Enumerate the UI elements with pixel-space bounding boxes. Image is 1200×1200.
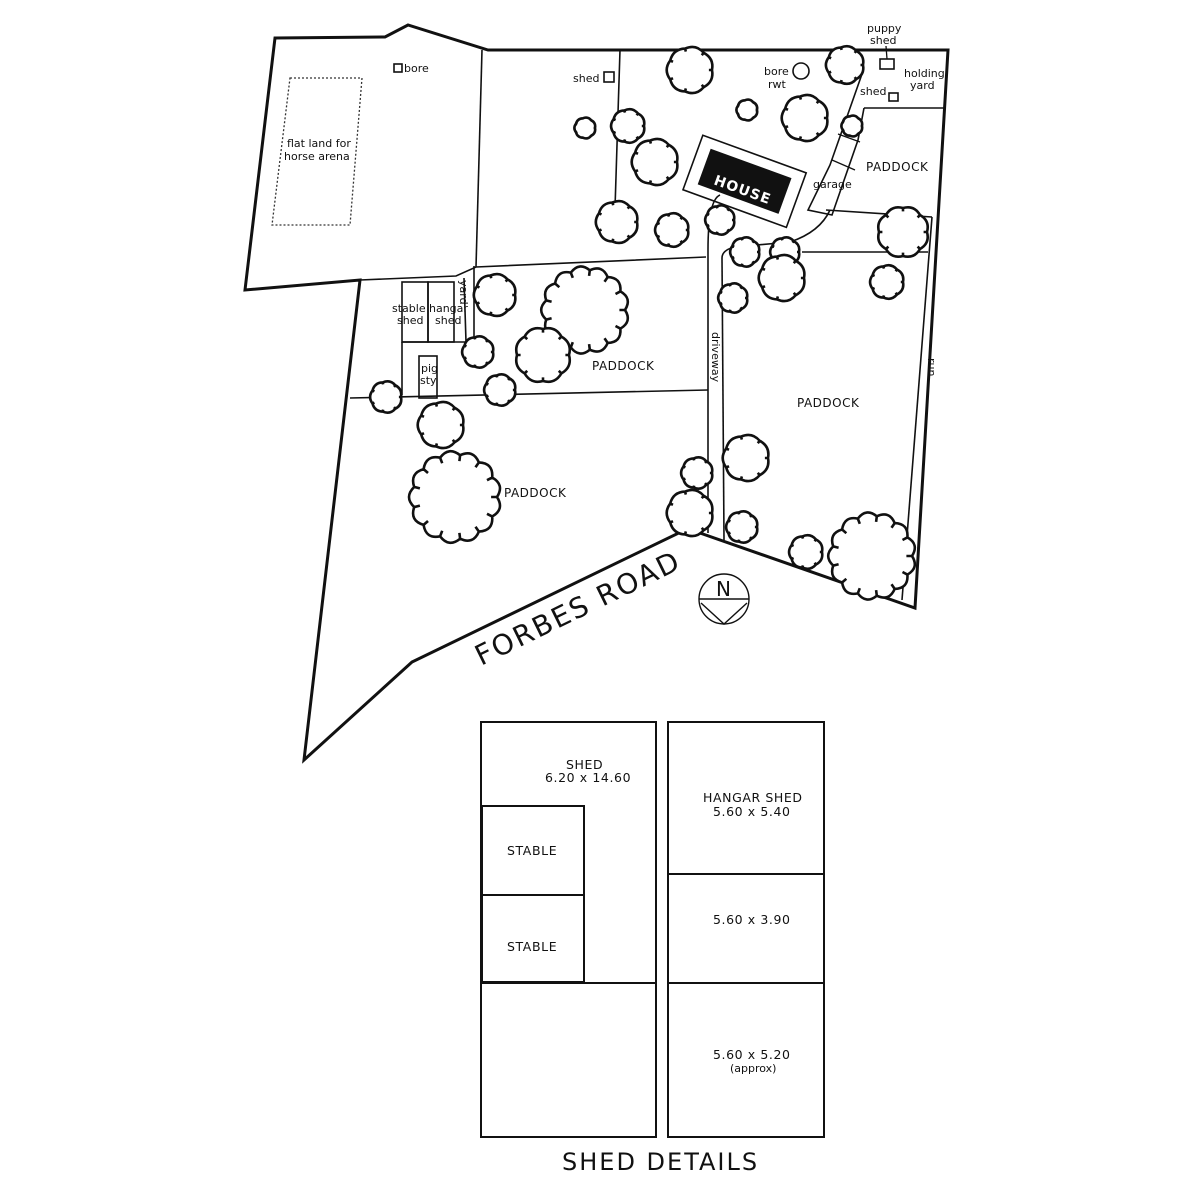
tree-icon xyxy=(472,272,517,318)
puppy-shed-label-1: puppy xyxy=(867,22,902,35)
tree-icon xyxy=(826,511,917,601)
bore-marker xyxy=(393,63,403,73)
trees xyxy=(368,44,930,601)
shed-details xyxy=(480,721,825,1138)
pig-sty-label-2: sty xyxy=(420,374,437,387)
paddock-sw-label: PADDOCK xyxy=(504,486,567,500)
tree-icon xyxy=(573,116,597,140)
garage-label: garage xyxy=(813,178,852,191)
stable-2-label: STABLE xyxy=(507,939,557,954)
paddock-east-label: PADDOCK xyxy=(797,396,860,410)
north-arrow-icon: N xyxy=(698,573,750,625)
yard-label: yard xyxy=(457,280,470,305)
tree-icon xyxy=(460,335,495,369)
paddock-center-label: PADDOCK xyxy=(592,359,655,373)
driveway-label: driveway xyxy=(709,332,722,383)
pig-sty-label-1: pig xyxy=(421,362,438,375)
horse-arena-area xyxy=(271,77,363,226)
tree-icon xyxy=(757,253,806,303)
house xyxy=(681,134,808,229)
tree-icon xyxy=(735,98,759,122)
stable-shed-label-2: shed xyxy=(397,314,423,327)
tree-icon xyxy=(728,236,761,268)
run-label: run xyxy=(925,358,938,376)
tree-icon xyxy=(482,373,517,407)
paddock-ne-label: PADDOCK xyxy=(866,160,929,174)
shed-name: SHED xyxy=(566,757,603,772)
hangar-shed-label-1: hangar xyxy=(429,302,468,315)
tree-icon xyxy=(653,211,690,249)
road-label: FORBES ROAD xyxy=(470,544,687,672)
bore-label: bore xyxy=(404,62,429,75)
svg-text:N: N xyxy=(716,577,731,601)
tree-icon xyxy=(594,199,639,245)
tree-icon xyxy=(840,114,864,138)
arena-label-2: horse arena xyxy=(284,150,350,163)
tree-icon xyxy=(876,205,930,259)
tree-icon xyxy=(416,400,465,450)
shed-details-title: SHED DETAILS xyxy=(562,1148,759,1176)
tree-icon xyxy=(703,204,736,236)
bore-rwt-label-2: rwt xyxy=(768,78,787,91)
tree-icon xyxy=(407,450,502,544)
middle-bay-size: 5.60 x 3.90 xyxy=(713,912,791,927)
tree-icon xyxy=(824,44,865,86)
holding-yard-label-2: yard xyxy=(910,79,935,92)
hangar-shed-label-2: shed xyxy=(435,314,461,327)
puppy-shed-marker xyxy=(879,58,895,70)
stable-shed-label-1: stable xyxy=(392,302,426,315)
bottom-bay-note: (approx) xyxy=(730,1062,776,1075)
bore-rwt-tank xyxy=(792,62,810,80)
tree-icon xyxy=(780,93,829,143)
tree-icon xyxy=(665,45,714,95)
hangar-shed-name: HANGAR SHED xyxy=(703,790,803,805)
holding-shed-label: shed xyxy=(860,85,886,98)
arena-label-1: flat land for xyxy=(287,137,351,150)
holding-yard-label-1: holding xyxy=(904,67,945,80)
tree-icon xyxy=(716,282,749,314)
puppy-shed-label-2: shed xyxy=(870,34,896,47)
tree-icon xyxy=(539,265,630,355)
shed-size: 6.20 x 14.60 xyxy=(545,770,631,785)
bore-rwt-label-1: bore xyxy=(764,65,789,78)
bottom-bay-size: 5.60 x 5.20 xyxy=(713,1047,791,1062)
tree-icon xyxy=(724,510,759,544)
tree-icon xyxy=(609,107,646,145)
tree-icon xyxy=(368,380,403,414)
tree-icon xyxy=(630,137,679,187)
tree-icon xyxy=(679,456,714,490)
tree-icon xyxy=(787,533,824,571)
tree-icon xyxy=(721,433,770,483)
shed-label: shed xyxy=(573,72,599,85)
hangar-shed-size: 5.60 x 5.40 xyxy=(713,804,791,819)
small-shed-marker xyxy=(603,71,615,83)
tree-icon xyxy=(665,488,714,538)
tree-icon xyxy=(514,326,572,384)
tree-icon xyxy=(868,263,905,301)
holding-shed-marker xyxy=(888,92,899,102)
stable-1-label: STABLE xyxy=(507,843,557,858)
